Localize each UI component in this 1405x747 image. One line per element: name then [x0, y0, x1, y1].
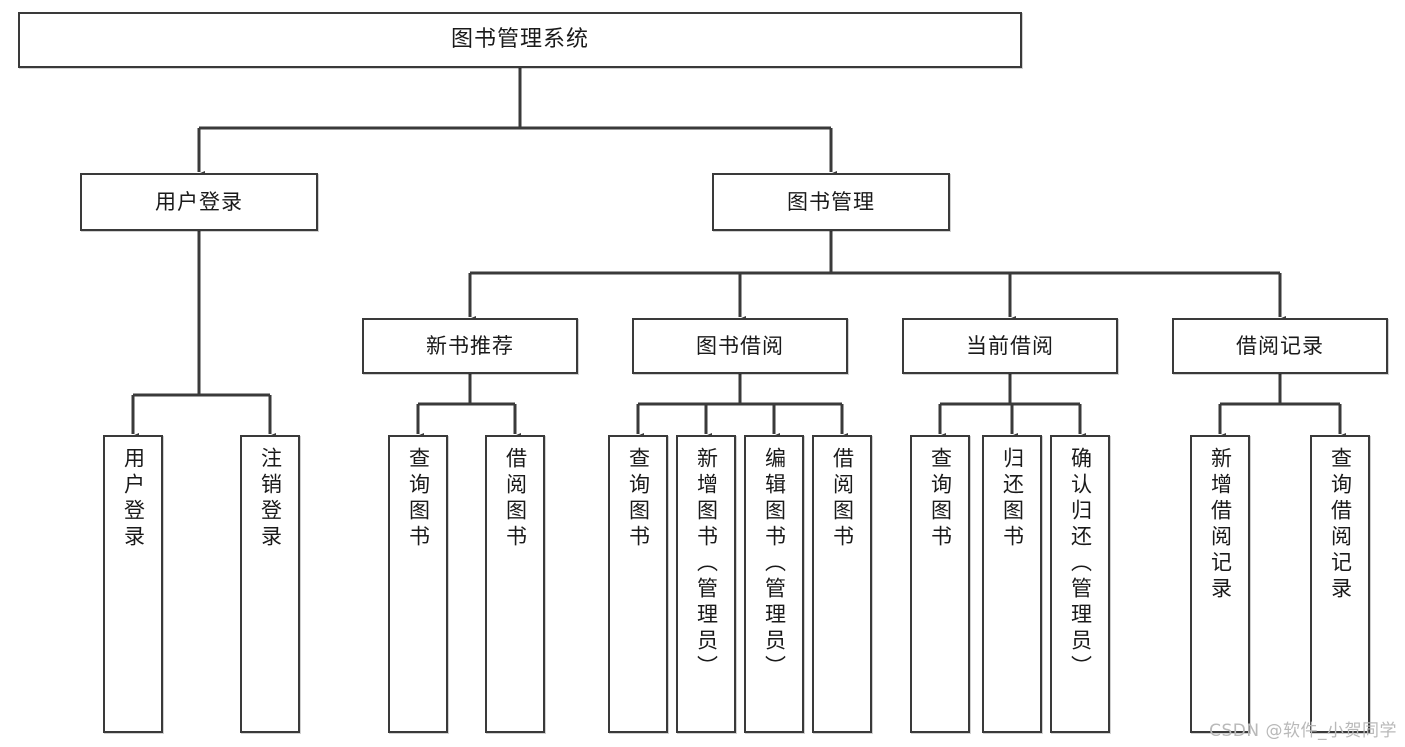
- leaf-confirm-return[interactable]: 确认归还（管理员）: [1050, 435, 1110, 733]
- node-book-manage-label: 图书管理: [787, 189, 875, 214]
- node-borrow-record[interactable]: 借阅记录: [1172, 318, 1388, 374]
- node-user-login-label: 用户登录: [155, 189, 243, 214]
- leaf-user-login-label: 用户登录: [121, 447, 146, 551]
- leaf-return-book-label: 归还图书: [1000, 447, 1025, 551]
- node-root-label: 图书管理系统: [450, 27, 589, 53]
- csdn-watermark: CSDN @软件_小贺同学: [1209, 721, 1397, 741]
- leaf-edit-book-label: 编辑图书（管理员）: [762, 447, 787, 681]
- leaf-query-book-current-label: 查询图书: [928, 447, 953, 551]
- leaf-query-record[interactable]: 查询借阅记录: [1310, 435, 1370, 733]
- node-new-book-recommend-label: 新书推荐: [426, 333, 514, 358]
- leaf-query-book-borrow[interactable]: 查询图书: [608, 435, 668, 733]
- leaf-borrow-book-rec-label: 借阅图书: [503, 447, 528, 551]
- leaf-query-book-borrow-label: 查询图书: [626, 447, 651, 551]
- leaf-confirm-return-label: 确认归还（管理员）: [1068, 447, 1093, 681]
- leaf-query-book-current[interactable]: 查询图书: [910, 435, 970, 733]
- node-root[interactable]: 图书管理系统: [18, 12, 1022, 68]
- node-book-manage[interactable]: 图书管理: [712, 173, 950, 231]
- leaf-logout[interactable]: 注销登录: [240, 435, 300, 733]
- node-book-borrow-label: 图书借阅: [696, 333, 784, 358]
- leaf-borrow-book-label: 借阅图书: [830, 447, 855, 551]
- leaf-query-book-rec[interactable]: 查询图书: [388, 435, 448, 733]
- leaf-return-book[interactable]: 归还图书: [982, 435, 1042, 733]
- node-new-book-recommend[interactable]: 新书推荐: [362, 318, 578, 374]
- leaf-user-login[interactable]: 用户登录: [103, 435, 163, 733]
- leaf-logout-label: 注销登录: [258, 447, 283, 551]
- node-current-borrow[interactable]: 当前借阅: [902, 318, 1118, 374]
- leaf-add-book-label: 新增图书（管理员）: [694, 447, 719, 681]
- leaf-borrow-book-rec[interactable]: 借阅图书: [485, 435, 545, 733]
- node-borrow-record-label: 借阅记录: [1236, 333, 1324, 358]
- node-book-borrow[interactable]: 图书借阅: [632, 318, 848, 374]
- node-user-login[interactable]: 用户登录: [80, 173, 318, 231]
- leaf-add-record[interactable]: 新增借阅记录: [1190, 435, 1250, 733]
- leaf-edit-book[interactable]: 编辑图书（管理员）: [744, 435, 804, 733]
- leaf-query-book-rec-label: 查询图书: [406, 447, 431, 551]
- leaf-add-record-label: 新增借阅记录: [1208, 447, 1233, 603]
- leaf-borrow-book[interactable]: 借阅图书: [812, 435, 872, 733]
- node-current-borrow-label: 当前借阅: [966, 333, 1054, 358]
- leaf-query-record-label: 查询借阅记录: [1328, 447, 1353, 603]
- leaf-add-book[interactable]: 新增图书（管理员）: [676, 435, 736, 733]
